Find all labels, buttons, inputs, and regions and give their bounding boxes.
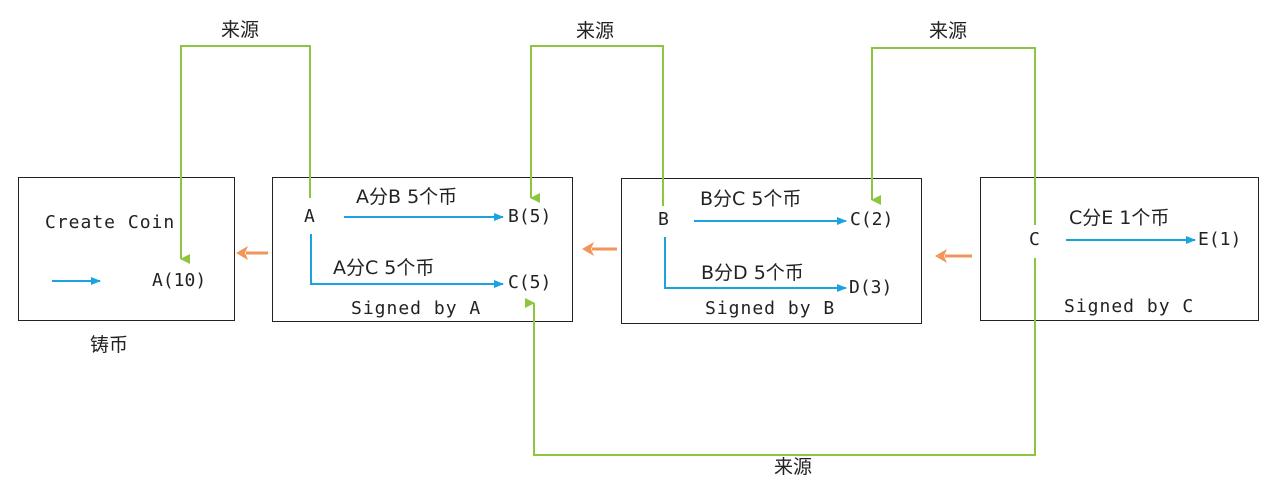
block-b-owner: B <box>658 209 669 230</box>
source-line-c-top <box>871 47 1036 225</box>
block-c-transfer1-label: C分E 1个币 <box>1069 207 1170 229</box>
source-label-bottom: 来源 <box>774 456 813 478</box>
a-to-c-arrow <box>310 234 504 288</box>
mint-coin: A(10) <box>152 270 207 291</box>
back-arrow-a-to-mint <box>236 246 268 260</box>
block-a-transfer1-target: B(5) <box>508 206 552 227</box>
block-b-transfer2-label: B分D 5个币 <box>701 262 804 284</box>
block-a-transfer2-label: A分C 5个币 <box>333 257 435 279</box>
source-line-a <box>180 45 311 264</box>
block-b-transfer2-target: D(3) <box>849 277 893 298</box>
source-label-c: 来源 <box>929 20 968 42</box>
block-a-signature: Signed by A <box>351 298 482 319</box>
back-arrow-c-to-b <box>935 249 972 263</box>
mint-caption: 铸币 <box>90 334 129 356</box>
mint-box <box>18 177 235 321</box>
block-b-signature: Signed by B <box>705 298 836 319</box>
block-a-transfer2-target: C(5) <box>508 272 552 293</box>
block-c-transfer1-target: E(1) <box>1198 229 1242 250</box>
block-a-box <box>272 177 573 322</box>
block-b-box <box>621 178 922 324</box>
source-label-b: 来源 <box>576 20 615 42</box>
block-c-box <box>980 177 1259 321</box>
source-label-a: 来源 <box>221 19 260 41</box>
source-line-c-bottom <box>525 258 1036 456</box>
b-to-d-arrow <box>664 237 847 292</box>
block-b-transfer1-label: B分C 5个币 <box>700 188 802 210</box>
block-c-owner: C <box>1029 229 1040 250</box>
mint-title: Create Coin <box>45 212 176 233</box>
block-a-transfer1-label: A分B 5个币 <box>356 186 458 208</box>
back-arrow-b-to-a <box>582 242 617 256</box>
block-a-owner: A <box>304 206 315 227</box>
source-line-b <box>530 45 664 206</box>
block-c-signature: Signed by C <box>1064 296 1195 317</box>
block-b-transfer1-target: C(2) <box>850 209 894 230</box>
